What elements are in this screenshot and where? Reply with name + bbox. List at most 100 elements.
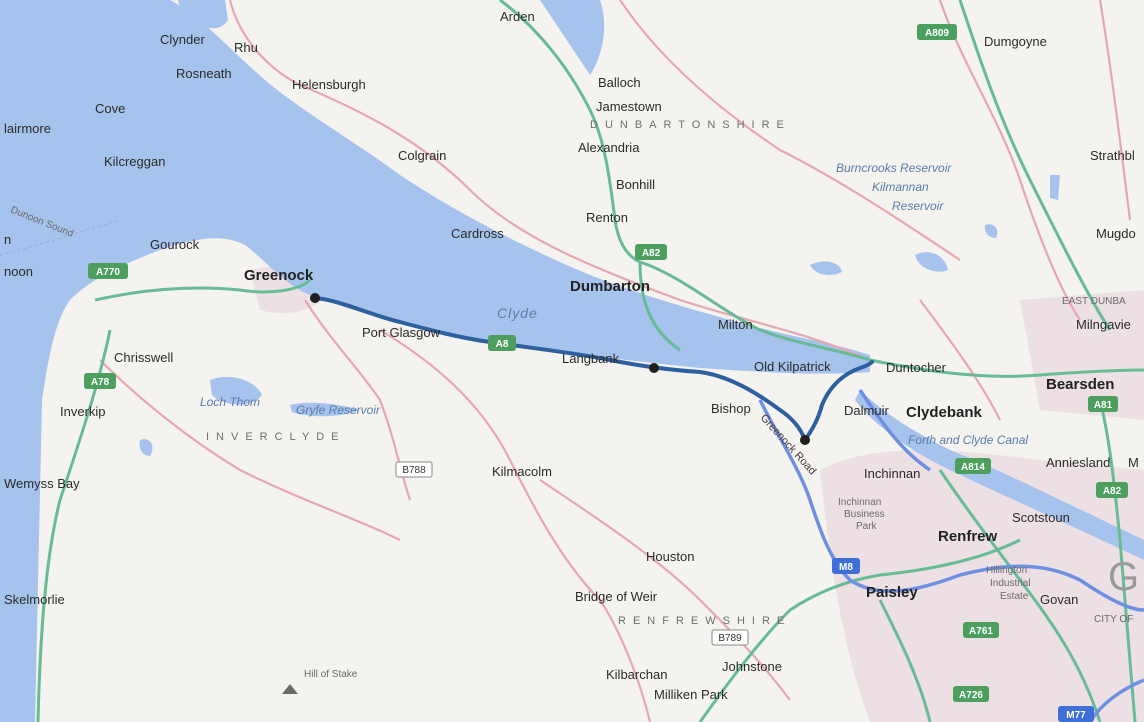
road-ref-text: A761 [969, 626, 993, 637]
town-label-clydebank: Clydebank [906, 404, 983, 421]
label-inchinnan: Inchinnan [838, 497, 881, 508]
road-ref-text: M8 [839, 562, 853, 573]
town-label-govan: Govan [1040, 592, 1078, 607]
label-burncrooks-reservoir: Burncrooks Reservoir [836, 161, 952, 175]
road-ref-text: A82 [642, 248, 661, 259]
town-label-balloch: Balloch [598, 75, 641, 90]
road-shields: A809 A82 A770 A8 A78 A814 A81 A82 [84, 24, 1128, 722]
town-label-jamestown: Jamestown [596, 99, 662, 114]
road-ref-text: A814 [961, 462, 985, 473]
label-hillington: Hillington [986, 565, 1027, 576]
road-shield-box [963, 622, 999, 638]
town-label-duntocher: Duntocher [886, 360, 947, 375]
road-shield-box [1088, 396, 1118, 412]
road-shield-box [488, 335, 516, 351]
town-label-dumgoyne: Dumgoyne [984, 34, 1047, 49]
road-shield-box [917, 24, 957, 40]
label-loch-thom: Loch Thom [200, 395, 260, 409]
road-shield-box [635, 244, 667, 260]
road-shield-box [1058, 706, 1094, 722]
town-label-g: G [1108, 555, 1139, 599]
road-shield-box [955, 458, 991, 474]
town-label-greenock: Greenock [244, 267, 314, 284]
town-label-anniesland: Anniesland [1046, 455, 1110, 470]
town-label-inverkip: Inverkip [60, 404, 106, 419]
road-shield-a78: A78 [84, 373, 116, 389]
town-label-bonhill: Bonhill [616, 177, 655, 192]
label-east-dunba: EAST DUNBA [1062, 296, 1126, 307]
road-ref-text: A770 [96, 267, 120, 278]
town-label-rosneath: Rosneath [176, 66, 232, 81]
label-gryfe-reservoir: Gryfe Reservoir [296, 403, 381, 417]
town-label-kilbarchan: Kilbarchan [606, 667, 667, 682]
road-ref-text: A8 [496, 339, 509, 350]
town-label-m: M [1128, 455, 1139, 470]
town-label-dalmuir: Dalmuir [844, 403, 889, 418]
label-dunbartonshire: DUNBARTONSHIRE [590, 119, 791, 131]
town-label-langbank: Langbank [562, 351, 620, 366]
label-reservoir: Reservoir [892, 199, 944, 213]
town-label-skelmorlie: Skelmorlie [4, 592, 65, 607]
road-ref-text: B789 [718, 633, 742, 644]
road-shield-box [84, 373, 116, 389]
town-label-wemyss-bay: Wemyss Bay [4, 476, 80, 491]
town-label-milton: Milton [718, 317, 753, 332]
town-label-alexandria: Alexandria [578, 140, 640, 155]
town-label-cardross: Cardross [451, 226, 504, 241]
label-clyde: Clyde [497, 305, 538, 321]
town-label-n: n [4, 232, 11, 247]
town-label-houston: Houston [646, 549, 694, 564]
town-label-helensburgh: Helensburgh [292, 77, 366, 92]
label-hill-of-stake: Hill of Stake [304, 669, 358, 680]
road-shield-a8: A8 [488, 335, 516, 351]
road-shield-a82-east: A82 [1096, 482, 1128, 498]
road-shield-m8: M8 [832, 558, 860, 574]
road-shield-a726: A726 [953, 686, 989, 702]
town-label-paisley: Paisley [866, 584, 918, 601]
town-label-cove: Cove [95, 101, 125, 116]
label-inverclyde: INVERCLYDE [206, 431, 345, 443]
waypoint-marker-langbank[interactable] [649, 363, 659, 373]
town-label-johnstone: Johnstone [722, 659, 782, 674]
road-ref-text: B788 [402, 465, 426, 476]
label-industrial: Industrial [990, 578, 1031, 589]
road-shield-box [711, 629, 749, 646]
label-business: Business [844, 509, 885, 520]
road-shield-a81: A81 [1088, 396, 1118, 412]
town-label-renton: Renton [586, 210, 628, 225]
road-shield-box [395, 461, 433, 478]
town-label-gourock: Gourock [150, 237, 200, 252]
road-shield-m77: M77 [1058, 706, 1094, 722]
b-road-b789: B789 [711, 629, 749, 646]
town-label-bearsden: Bearsden [1046, 376, 1114, 393]
town-label-kilmacolm: Kilmacolm [492, 464, 552, 479]
label-forth-and-clyde-canal: Forth and Clyde Canal [908, 433, 1028, 447]
town-label-renfrew: Renfrew [938, 528, 998, 545]
misc-labels: Hill of Stake Inchinnan Business Park Hi… [304, 497, 1133, 680]
label-estate: Estate [1000, 591, 1029, 602]
secondary-roads [99, 0, 1132, 722]
town-label-dumbarton: Dumbarton [570, 278, 650, 295]
road-shield-box [1096, 482, 1128, 498]
waypoint-marker-bishopton[interactable] [800, 435, 810, 445]
town-label-rhu: Rhu [234, 40, 258, 55]
label-kilmannan: Kilmannan [872, 180, 929, 194]
town-label-bishop: Bishop [711, 401, 751, 416]
road-ref-text: A82 [1103, 486, 1122, 497]
waypoint-marker-greenock[interactable] [310, 293, 320, 303]
town-label-colgrain: Colgrain [398, 148, 446, 163]
ferry-line [0, 219, 121, 256]
road-shield-box [832, 558, 860, 574]
route-line [313, 296, 874, 442]
road-shield-a770: A770 [88, 263, 128, 279]
label-city-of: CITY OF [1094, 614, 1133, 625]
road-ref-text: A78 [91, 377, 110, 388]
label-renfrewshire: RENFREWSHIRE [618, 615, 791, 627]
town-label-noon: noon [4, 264, 33, 279]
road-ref-text: A809 [925, 28, 949, 39]
town-label-milliken-park: Milliken Park [654, 687, 728, 702]
town-label-clynder: Clynder [160, 32, 205, 47]
town-label-mugdo: Mugdo [1096, 226, 1136, 241]
